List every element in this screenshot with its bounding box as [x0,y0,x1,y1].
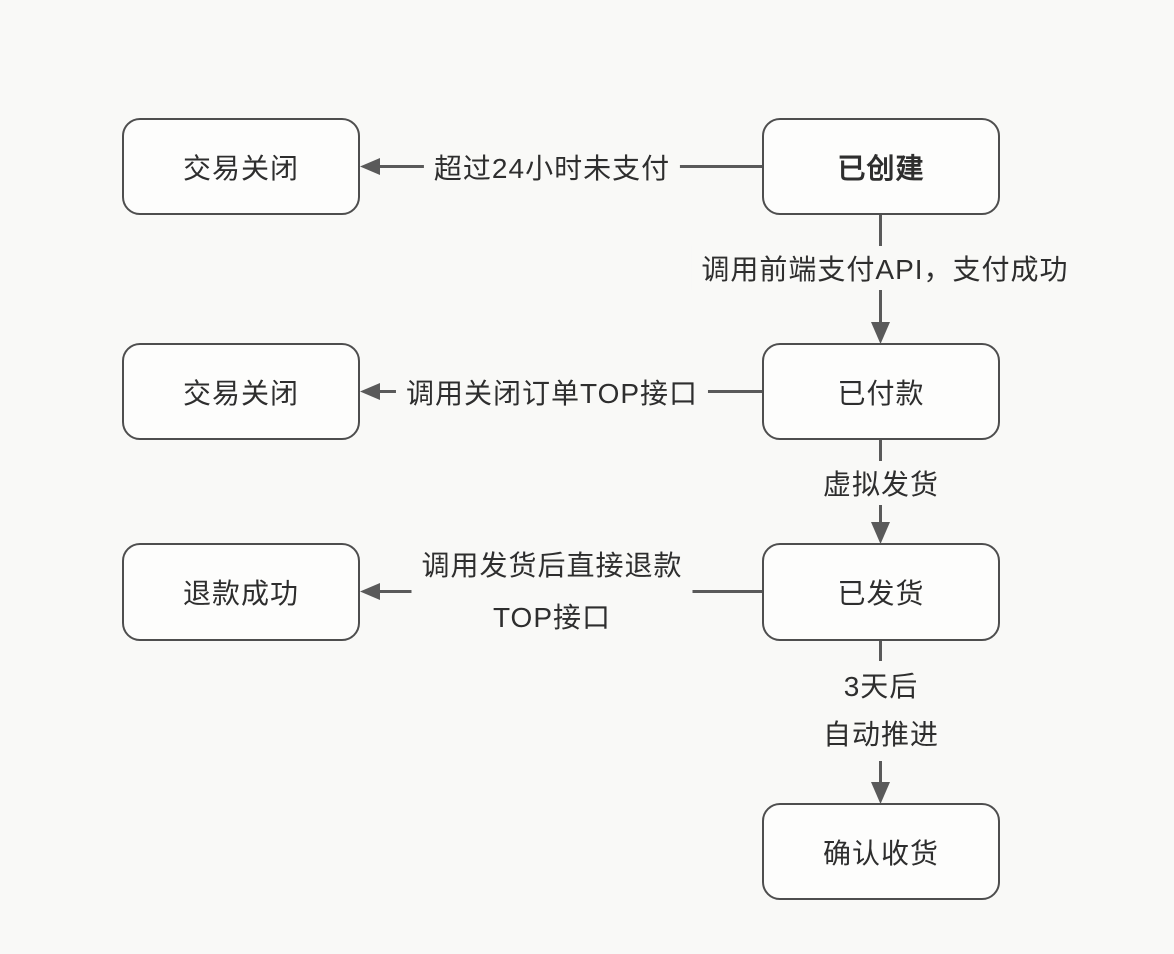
node-transaction-closed-top: 交易关闭 [122,118,360,215]
edge-label-line1: 调用发货后直接退款 [421,550,683,581]
node-label: 已创建 [837,152,925,184]
node-label: 已发货 [837,578,925,609]
edge-label-line1: 3天后 [843,671,919,702]
node-label: 交易关闭 [182,152,299,184]
arrow-head-left-icon [360,583,380,600]
node-label: 已付款 [837,377,925,409]
node-label: 交易关闭 [182,377,299,409]
node-created: 已创建 [762,118,1000,215]
arrow-head-down-icon [871,322,890,344]
node-label: 退款成功 [182,578,299,609]
edge-label-created-to-paid: 调用前端支付API，支付成功 [691,246,1079,290]
node-shipped: 已发货 [762,543,1000,641]
arrow-head-down-icon [871,782,890,804]
edge-label-line2: TOP接口 [492,602,612,633]
node-refund-success: 退款成功 [122,543,360,641]
edge-label-shipped-to-confirmed: 3天后 自动推进 [812,661,950,761]
edge-label-line2: 自动推进 [822,719,940,750]
node-transaction-closed-mid: 交易关闭 [122,343,360,440]
edge-label-shipped-to-refunded: 调用发货后直接退款 TOP接口 [411,538,693,646]
node-confirm-receipt: 确认收货 [762,803,1000,900]
node-paid: 已付款 [762,343,1000,440]
edge-label-created-to-closed: 超过24小时未支付 [423,145,681,189]
arrow-head-down-icon [871,522,890,544]
arrow-head-left-icon [360,158,380,175]
edge-label-paid-to-closed: 调用关闭订单TOP接口 [395,370,709,414]
node-label: 确认收货 [822,837,939,869]
edge-label-paid-to-shipped: 虚拟发货 [812,461,950,505]
arrow-head-left-icon [360,383,380,400]
